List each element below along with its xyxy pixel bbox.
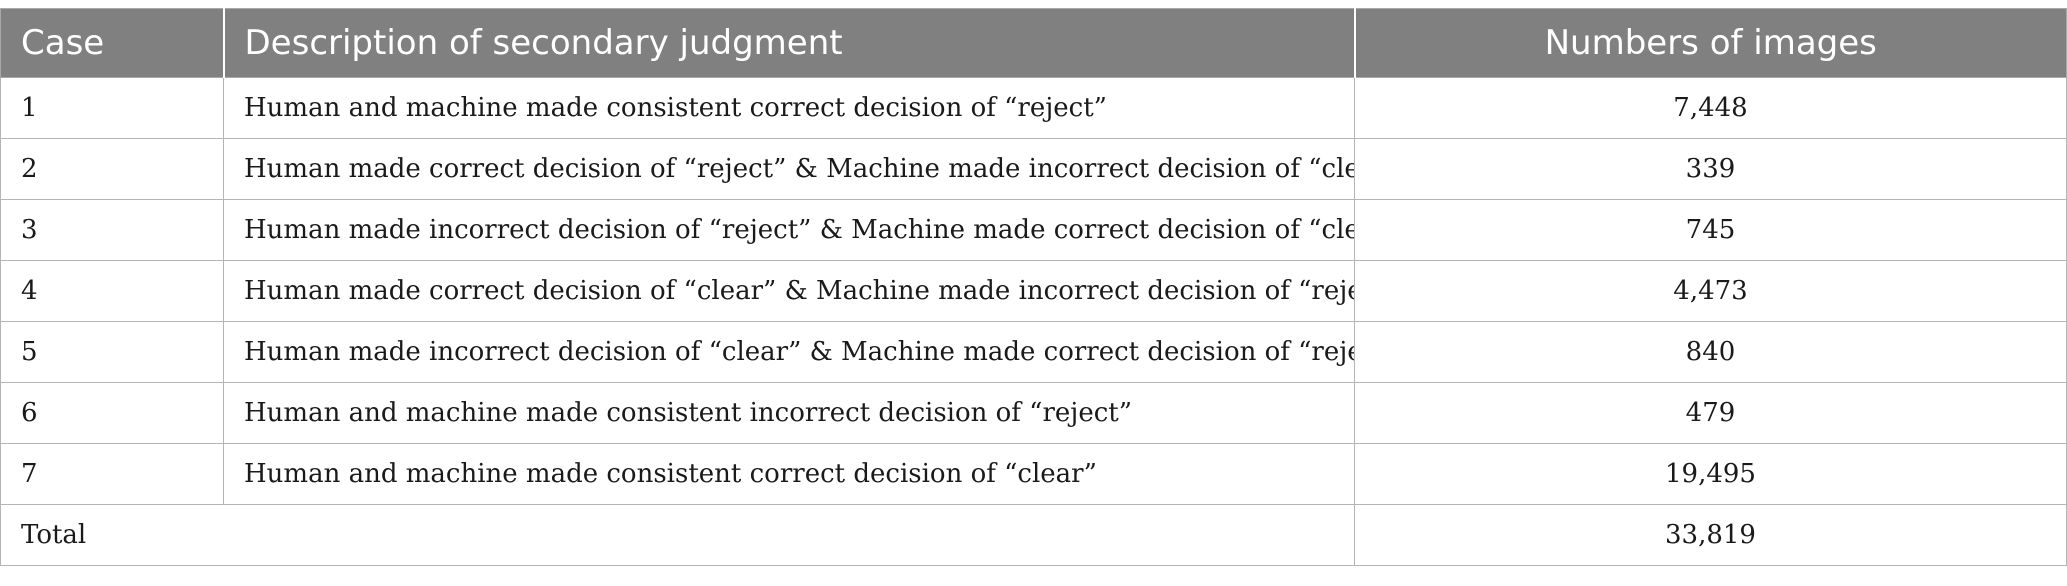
cell-count: 479 [1354,382,2067,444]
table-row: 7 Human and machine made consistent corr… [0,443,2067,505]
table-body: 1 Human and machine made consistent corr… [0,77,2067,566]
cell-count: 19,495 [1354,443,2067,505]
cell-count: 7,448 [1354,77,2067,139]
cell-case: 5 [0,321,224,383]
cell-case: 1 [0,77,224,139]
total-label: Total [0,504,1355,566]
cell-description: Human made correct decision of “clear” &… [223,260,1355,322]
cell-case: 3 [0,199,224,261]
cell-case: 6 [0,382,224,444]
cell-description: Human and machine made consistent correc… [223,443,1355,505]
table-row: 5 Human made incorrect decision of “clea… [0,321,2067,383]
table-row: 1 Human and machine made consistent corr… [0,77,2067,139]
header-count: Numbers of images [1354,8,2067,78]
secondary-judgment-table-container: Case Description of secondary judgment N… [0,8,2067,566]
cell-description: Human made correct decision of “reject” … [223,138,1355,200]
table-header: Case Description of secondary judgment N… [0,8,2067,78]
table-row: 4 Human made correct decision of “clear”… [0,260,2067,322]
cell-case: 7 [0,443,224,505]
cell-count: 4,473 [1354,260,2067,322]
cell-description: Human and machine made consistent incorr… [223,382,1355,444]
cell-description: Human made incorrect decision of “reject… [223,199,1355,261]
cell-count: 339 [1354,138,2067,200]
cell-count: 745 [1354,199,2067,261]
cell-description: Human made incorrect decision of “clear”… [223,321,1355,383]
cell-description: Human and machine made consistent correc… [223,77,1355,139]
secondary-judgment-table: Case Description of secondary judgment N… [0,8,2067,566]
table-row: 2 Human made correct decision of “reject… [0,138,2067,200]
header-description: Description of secondary judgment [223,8,1356,78]
total-count: 33,819 [1354,504,2067,566]
cell-case: 4 [0,260,224,322]
cell-count: 840 [1354,321,2067,383]
cell-case: 2 [0,138,224,200]
total-row: Total 33,819 [0,504,2067,566]
header-row: Case Description of secondary judgment N… [0,8,2067,78]
table-row: 6 Human and machine made consistent inco… [0,382,2067,444]
header-case: Case [0,8,225,78]
table-row: 3 Human made incorrect decision of “reje… [0,199,2067,261]
